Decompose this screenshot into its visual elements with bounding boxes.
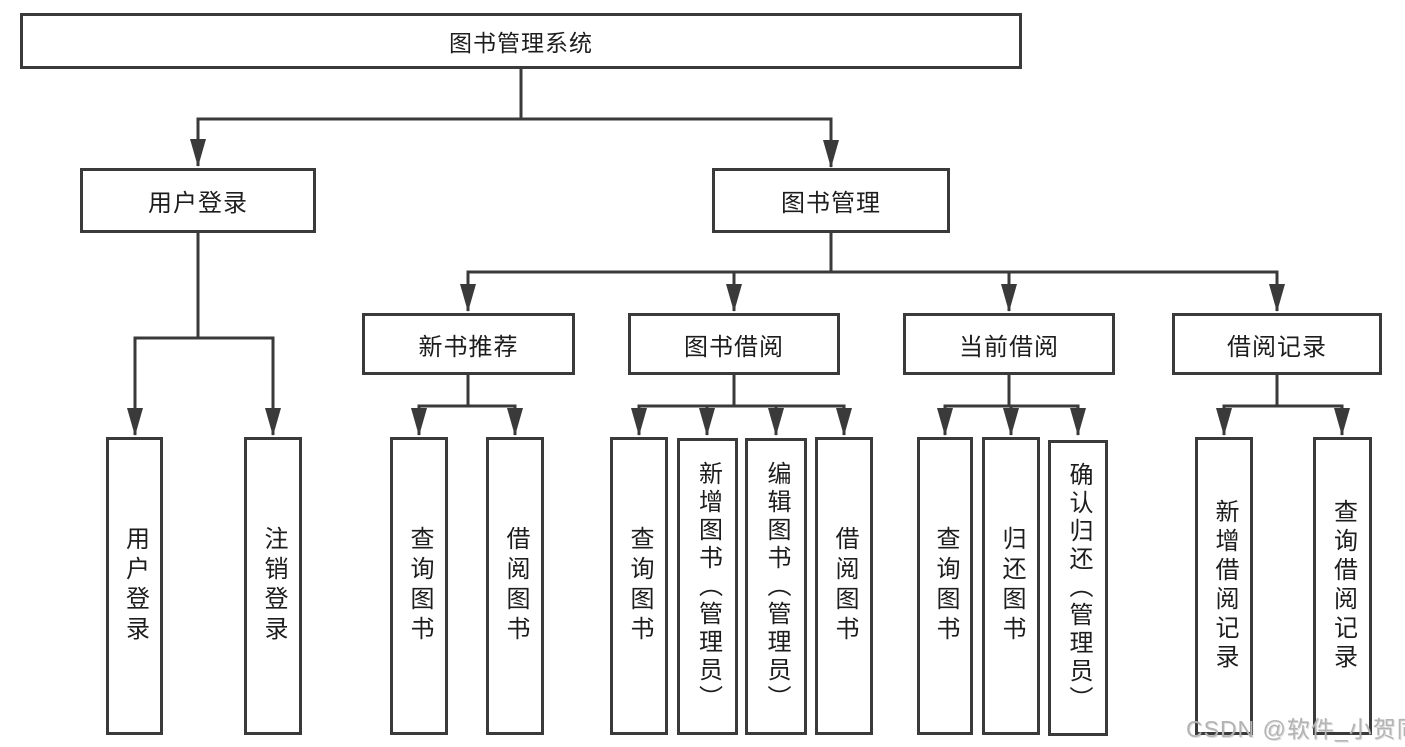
leaf-label: 注销登录	[260, 526, 287, 646]
node-user-login: 用户登录	[80, 168, 316, 233]
leaf-label: 查询图书	[406, 526, 433, 646]
node-book-borrow: 图书借阅	[628, 313, 840, 375]
leaf-label: 查询图书	[626, 526, 653, 646]
leaf-label: 借阅图书	[502, 526, 529, 646]
leaf-label: 编辑图书（管理员）	[763, 460, 790, 713]
leaf-edit-books-admin: 编辑图书（管理员）	[745, 438, 807, 735]
leaf-label: 查询图书	[932, 526, 959, 646]
node-book-management: 图书管理	[712, 168, 950, 233]
leaf-return-books: 归还图书	[982, 437, 1040, 735]
node-library-management-system: 图书管理系统	[20, 13, 1022, 69]
leaf-label: 新增图书（管理员）	[694, 460, 722, 713]
csdn-watermark: CSDN @软件_小贺同学	[1186, 716, 1405, 742]
leaf-add-borrow-record: 新增借阅记录	[1195, 437, 1253, 735]
leaf-confirm-return-admin: 确认归还（管理员）	[1048, 440, 1108, 736]
leaf-query-books-current: 查询图书	[917, 437, 973, 735]
leaf-label: 确认归还（管理员）	[1065, 462, 1092, 714]
leaf-label: 借阅图书	[831, 526, 858, 646]
leaf-add-books-admin: 新增图书（管理员）	[677, 438, 738, 735]
leaf-query-books-borrow: 查询图书	[610, 437, 668, 735]
leaf-label: 新增借阅记录	[1211, 499, 1238, 673]
leaf-label: 归还图书	[998, 526, 1025, 646]
node-current-borrow: 当前借阅	[903, 313, 1115, 375]
node-new-book-recommend: 新书推荐	[362, 313, 575, 375]
leaf-query-books-recommend: 查询图书	[390, 437, 448, 735]
leaf-label: 查询借阅记录	[1329, 499, 1357, 673]
leaf-label: 用户登录	[121, 526, 149, 646]
leaf-query-borrow-record: 查询借阅记录	[1313, 437, 1372, 735]
leaf-borrow-books-recommend: 借阅图书	[486, 437, 544, 735]
leaf-logout: 注销登录	[244, 437, 302, 735]
leaf-borrow-books: 借阅图书	[815, 437, 873, 735]
leaf-user-login: 用户登录	[106, 437, 163, 735]
node-borrow-records: 借阅记录	[1172, 313, 1382, 375]
